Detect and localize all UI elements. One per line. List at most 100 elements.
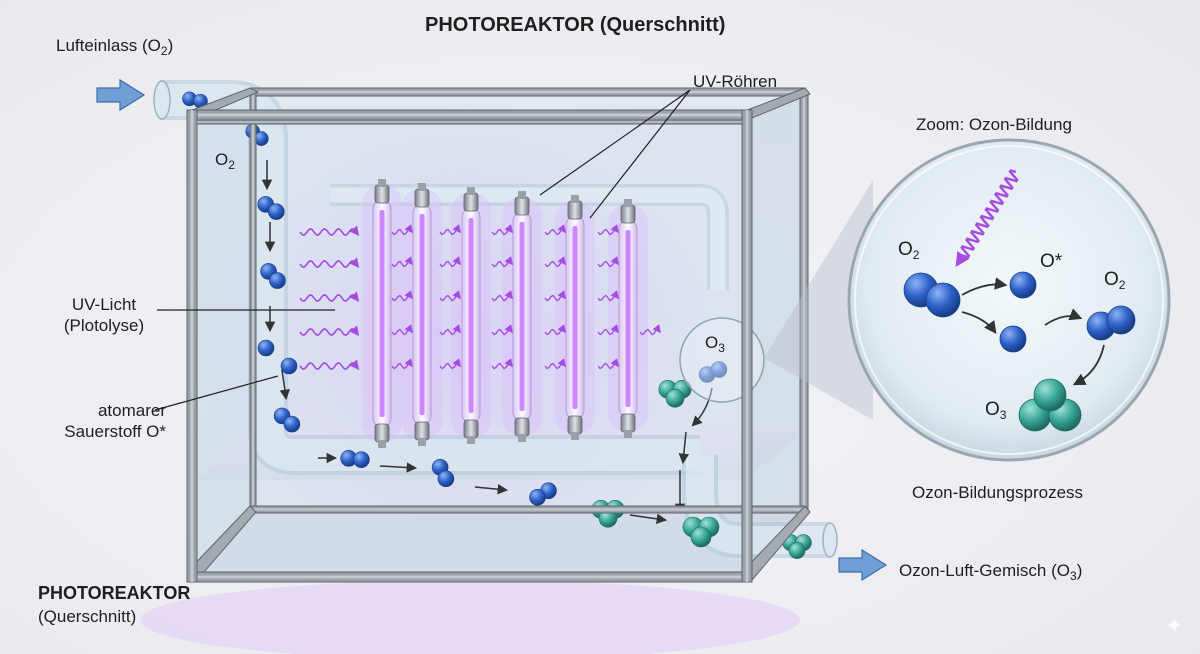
uv-tube-top-cap [415, 189, 429, 207]
uv-light-label-line2: (Plotolyse) [52, 315, 156, 336]
outlet-arrow [839, 550, 886, 580]
uv-tube-core [626, 230, 631, 407]
zoom-o-star-label: O* [1040, 252, 1062, 272]
zoom-o3-atom [1034, 379, 1066, 411]
uv-tube [402, 183, 442, 446]
zoom-o3-label: O3 [985, 400, 1006, 425]
uv-tube-bottom-pin [624, 430, 632, 438]
chamber-o3-sub: 3 [718, 341, 725, 355]
uv-tube-top-pin [571, 195, 579, 203]
zoom-o2-right-sub: 2 [1119, 278, 1126, 292]
frame-back-bottom-highlight [250, 508, 805, 510]
uv-tube-top-cap [568, 201, 582, 219]
uv-tube-top-pin [624, 199, 632, 207]
uv-tube-core [520, 222, 525, 411]
footer-subtitle: (Querschnitt) [38, 607, 136, 627]
atomic-oxygen-label-line1: atomarer [20, 400, 166, 421]
chamber-o3-label: O3 [705, 333, 725, 358]
outlet-label-sub: 3 [1070, 569, 1077, 583]
o3-atom [666, 389, 684, 407]
chamber-o2-label: O2 [215, 150, 235, 175]
uv-tube-top-pin [418, 183, 426, 191]
frame-top-rail-highlight [197, 121, 742, 122]
uv-light-label: UV-Licht (Plotolyse) [52, 294, 156, 336]
sparkle-icon: ✦ [1165, 615, 1183, 637]
uv-tube-bottom-cap [568, 416, 582, 434]
frame-front-right-highlight [746, 110, 749, 582]
atomic-oxygen-label-line2: Sauerstoff O* [20, 421, 166, 442]
zoom-title: Zoom: Ozon-Bildung [916, 115, 1072, 135]
chamber-o2-text: O [215, 150, 228, 169]
uv-light-label-line1: UV-Licht [52, 294, 156, 315]
uv-tube-bottom-pin [418, 438, 426, 446]
uv-tube-top-cap [621, 205, 635, 223]
uv-tube-bottom-pin [518, 434, 526, 442]
inlet-label-sub: 2 [161, 44, 168, 58]
uv-tube [362, 179, 402, 448]
uv-tube-core [380, 210, 385, 417]
o-atom [258, 340, 274, 356]
uv-tube-top-pin [518, 191, 526, 199]
zoom-o2-right-text: O [1104, 269, 1119, 290]
uv-tube-bottom-pin [467, 436, 475, 444]
uv-tube-bottom-pin [378, 440, 386, 448]
zoom-o2-left-label: O2 [898, 240, 919, 265]
o2-atom [269, 273, 285, 289]
inlet-label-end: ) [168, 36, 174, 55]
zoom-o2-left-sub: 2 [913, 248, 920, 262]
inlet-label-text: Lufteinlass (O [56, 36, 161, 55]
page-title: PHOTOREAKTOR (Querschnitt) [425, 15, 725, 35]
o-atom-molecule [258, 340, 274, 356]
o2-atom [268, 204, 284, 220]
zoom-caption: Ozon-Bildungsprozess [912, 483, 1083, 503]
atomic-oxygen-label: atomarer Sauerstoff O* [20, 400, 166, 442]
uv-tube-bottom-cap [415, 422, 429, 440]
uv-tube-bottom-cap [464, 420, 478, 438]
frame-front-top-highlight [187, 114, 752, 117]
uv-tube [451, 187, 491, 444]
o2-atom [530, 489, 546, 505]
uv-tubes-label: UV-Röhren [693, 72, 777, 92]
footer-title: PHOTOREAKTOR [38, 583, 190, 603]
uv-tube-bottom-pin [571, 432, 579, 440]
o2-atom [438, 471, 454, 487]
uv-tube-top-cap [375, 185, 389, 203]
zoom-o3-text: O [985, 399, 1000, 420]
zoom-o-star-atom [1010, 272, 1036, 298]
inlet-label: Lufteinlass (O2) [56, 36, 173, 61]
uv-tube-top-cap [515, 197, 529, 215]
uv-tube-bottom-cap [621, 414, 635, 432]
inlet-arrow [97, 80, 144, 110]
outlet-label-text: Ozon-Luft-Gemisch (O [899, 561, 1070, 580]
uv-tube-top-cap [464, 193, 478, 211]
zoom-o2-right-atom [1107, 306, 1135, 334]
uv-tube-core [573, 226, 578, 409]
uv-tube-core [469, 218, 474, 413]
floor-glow [140, 580, 800, 654]
uv-tube-top-pin [378, 179, 386, 187]
o3-atom [789, 543, 805, 559]
outlet-label-end: ) [1077, 561, 1083, 580]
zoom-o2-atom [926, 283, 960, 317]
frame-back-left-highlight [252, 92, 254, 512]
o-atom [281, 358, 297, 374]
zoom-o3-sub: 3 [1000, 408, 1007, 422]
outlet-label: Ozon-Luft-Gemisch (O3) [899, 561, 1082, 586]
zoom-o2-left-text: O [898, 239, 913, 260]
o-atom-molecule [281, 358, 297, 374]
chamber-o2-sub: 2 [228, 158, 235, 172]
uv-tube-bottom-cap [375, 424, 389, 442]
frame-front-bottom-highlight [187, 576, 752, 579]
o3-atom [691, 527, 711, 547]
uv-tube-bottom-cap [515, 418, 529, 436]
zoom-o2-right-label: O2 [1104, 270, 1125, 295]
uv-tube-core [420, 214, 425, 415]
chamber-o3-text: O [705, 333, 718, 352]
o2-atom [284, 416, 300, 432]
uv-tube [502, 191, 542, 442]
uv-tube [608, 199, 648, 438]
uv-tube-top-pin [467, 187, 475, 195]
frame-front-left-highlight [191, 110, 194, 582]
